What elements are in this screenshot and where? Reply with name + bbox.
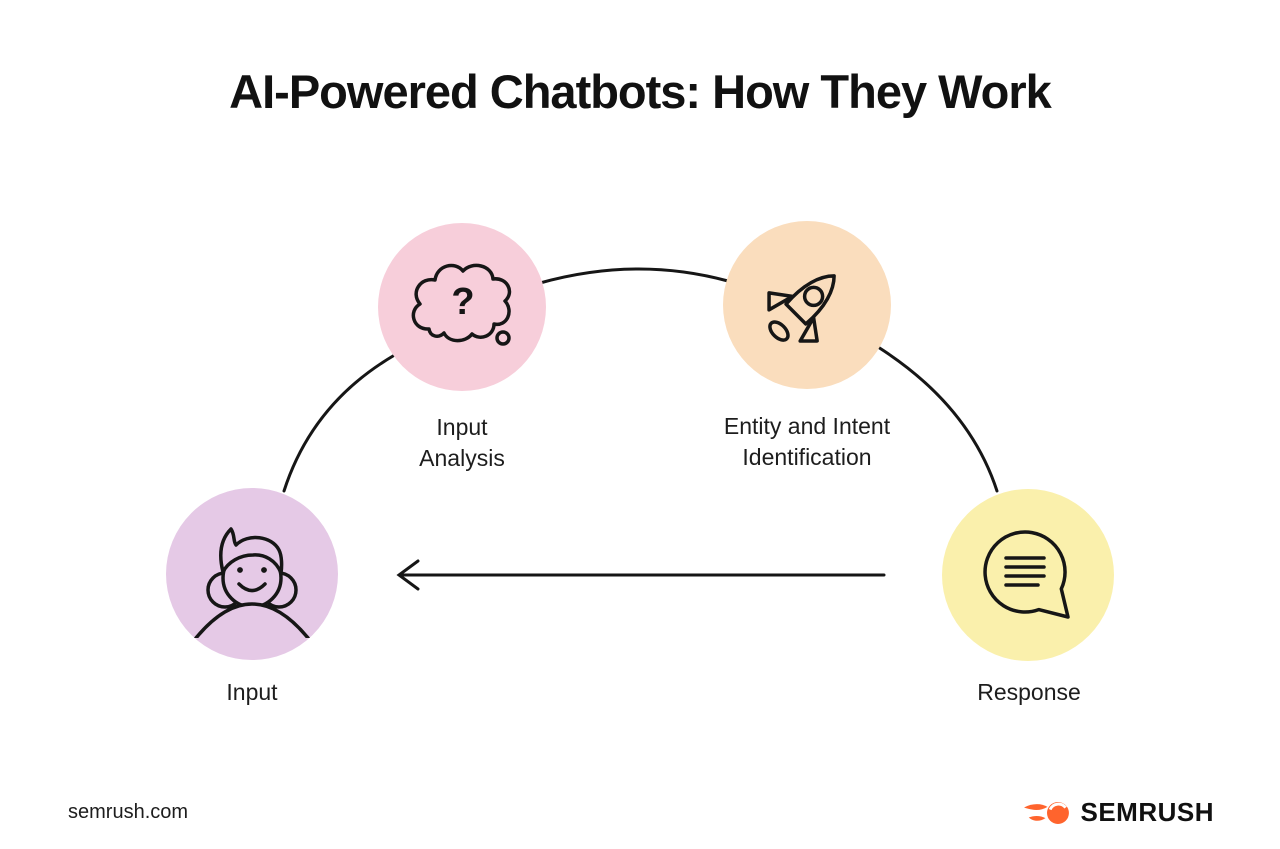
input-analysis-label: Input Analysis	[419, 414, 505, 471]
rocket-icon	[767, 274, 836, 343]
response-circle	[942, 489, 1114, 661]
website-url: semrush.com	[68, 801, 189, 823]
entity-intent-label: Entity and Intent Identification	[723, 413, 891, 470]
semrush-logo-text: SEMRUSH	[1080, 797, 1214, 827]
input-analysis-circle: ?	[378, 223, 546, 391]
semrush-logo: SEMRUSH	[1023, 797, 1214, 828]
question-mark-glyph: ?	[451, 281, 474, 323]
thought-bubble-question-icon: ?	[411, 263, 512, 346]
arc-entity-to-response	[876, 345, 999, 493]
arrowhead-left-icon	[396, 559, 420, 591]
arc-input-to-input-analysis	[282, 354, 395, 493]
input-label: Input	[226, 679, 278, 705]
semrush-logo-icon	[1024, 801, 1070, 824]
speech-bubble-icon	[983, 530, 1070, 619]
page-title: AI-Powered Chatbots: How They Work	[229, 65, 1052, 118]
arc-input-analysis-to-entity	[538, 267, 730, 285]
person-icon	[194, 527, 310, 638]
response-label: Response	[977, 679, 1081, 705]
entity-intent-circle	[723, 221, 891, 389]
input-circle	[166, 488, 338, 660]
